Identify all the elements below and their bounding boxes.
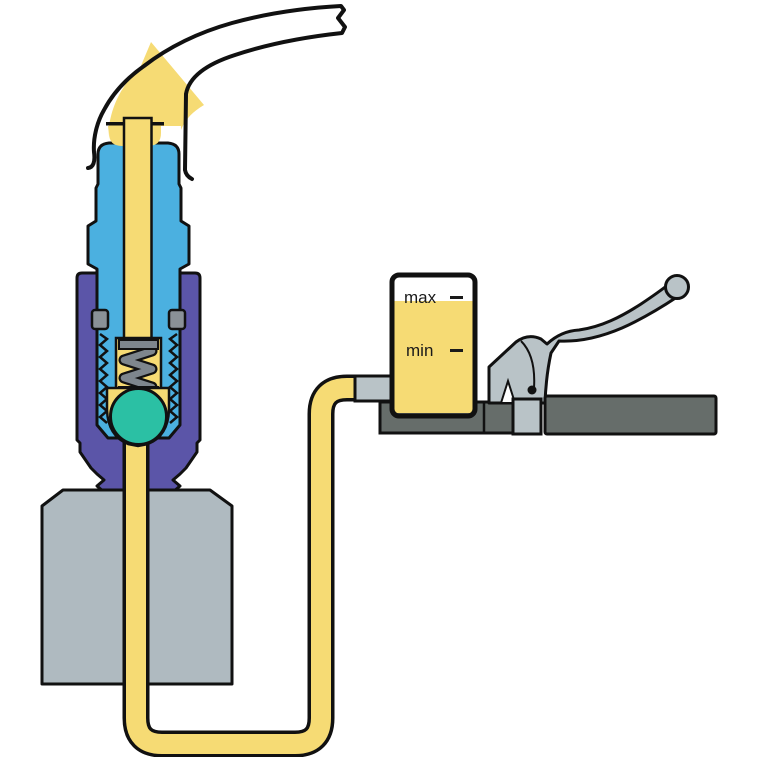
reservoir-wall	[389, 272, 478, 419]
bleed-hose-fluid	[126, 378, 364, 754]
bleed-nipple	[86, 116, 191, 448]
reservoir: max min	[389, 272, 478, 419]
fluid-channel	[122, 116, 153, 348]
check-ball	[109, 387, 168, 446]
bleed-hose	[122, 374, 364, 757]
lever-pivot	[527, 385, 537, 395]
seal-left	[90, 308, 110, 331]
spring-coil	[120, 347, 156, 391]
handlebar	[543, 394, 718, 436]
lever-blade	[487, 282, 679, 405]
tube-fluid	[108, 42, 204, 136]
lever-detail-line	[520, 340, 536, 389]
thread-left	[98, 332, 110, 424]
lever-clamp	[511, 397, 543, 436]
reservoir-max-label: max	[404, 288, 437, 307]
outlet-tube-outline	[86, 4, 347, 181]
reservoir-fluid	[394, 301, 473, 413]
thread-right	[167, 332, 179, 424]
lever-ball-end	[664, 274, 690, 300]
hose-fitting	[353, 374, 394, 403]
seal-right	[167, 308, 187, 331]
max-level-mark	[450, 296, 463, 299]
spring-cap-top	[118, 339, 159, 350]
reservoir-min-label: min	[406, 341, 433, 360]
min-level-mark	[450, 349, 463, 352]
hand-lever	[487, 274, 690, 405]
